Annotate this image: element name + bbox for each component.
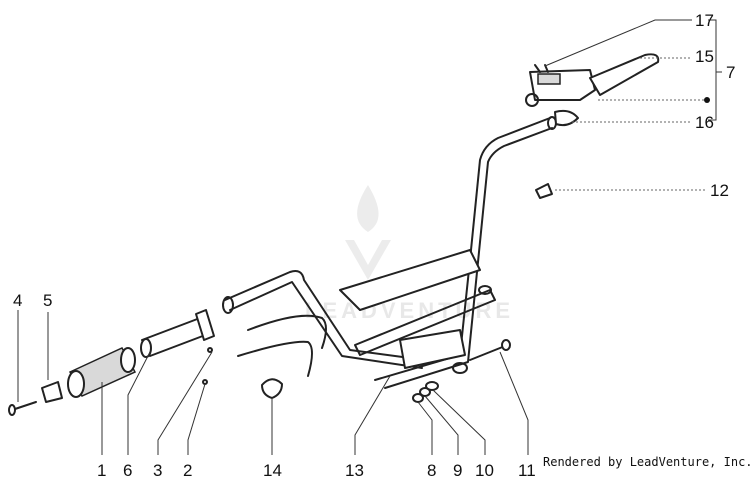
bar-end-bolt-head [8,404,16,416]
handle-grip [67,347,137,398]
callout-14: 14 [263,461,282,480]
credit-text: Rendered by LeadVenture, Inc. [543,455,750,469]
callout-labels: 1 6 3 2 14 13 8 9 10 11 4 5 12 16 15 17 … [13,11,735,480]
watermark-flame-icon [357,185,379,232]
throttle-tube [140,309,215,358]
watermark: LEADVENTURE [305,185,514,323]
callout-10: 10 [475,461,494,480]
callout-3: 3 [153,461,162,480]
callout-17: 17 [695,11,714,30]
brake-lever-assembly [525,53,660,127]
leader-lines [17,19,722,455]
callout-dot [704,97,710,103]
callout-4: 4 [13,291,22,310]
watermark-text: LEADVENTURE [305,298,514,323]
callout-9: 9 [453,461,462,480]
bar-end-weight [41,381,63,403]
callout-2: 2 [183,461,192,480]
bar-end-bolt [11,401,37,411]
callout-11: 11 [518,461,536,480]
handlebar-frame [222,116,557,389]
throttle-cables [202,314,327,385]
callout-8: 8 [427,461,436,480]
callout-15: 15 [695,47,714,66]
screw-12 [535,183,553,199]
callout-16: 16 [695,113,714,132]
callout-1: 1 [97,461,106,480]
cable-clamp [261,378,283,399]
callout-5: 5 [43,291,52,310]
callout-13: 13 [345,461,364,480]
watermark-logo-icon [345,240,391,280]
callout-6: 6 [123,461,132,480]
callout-12: 12 [710,181,729,200]
callout-7: 7 [726,63,735,82]
